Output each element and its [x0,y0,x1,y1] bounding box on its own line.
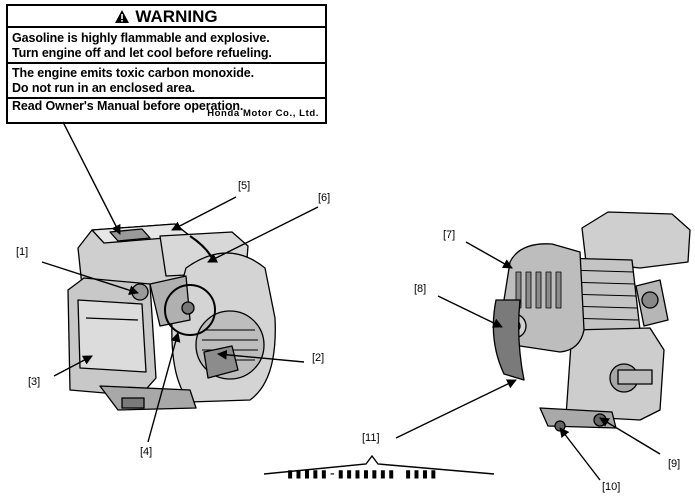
right-engine-drawing [492,211,691,432]
leader-lines [41,121,661,481]
callout-11: [11] [362,432,380,444]
callout-3: [3] [28,376,41,388]
warning-line-3: The engine emits toxic carbon monoxide. [12,66,254,80]
warning-divider-1 [8,62,325,64]
serial-number-code: ▮▮▮▮▮-▮▮▮▮▮▮▮ ▮▮▮▮ [286,466,438,482]
warning-label: WARNING Gasoline is highly flammable and… [6,4,327,124]
callout-1: [1] [16,246,29,258]
manufacturer-name: Honda Motor Co., Ltd. [207,108,319,119]
warning-triangle-icon [115,7,130,29]
callout-4: [4] [140,446,153,458]
left-engine-drawing [67,223,276,411]
warning-line-1: Gasoline is highly flammable and explosi… [12,31,270,45]
warning-line-2: Turn engine off and let cool before refu… [12,46,272,60]
callout-2: [2] [312,352,325,364]
callout-9: [9] [668,458,681,470]
callout-7: [7] [443,229,456,241]
warning-line-4: Do not run in an enclosed area. [12,81,196,95]
warning-line-5: Read Owner's Manual before operation. [12,99,244,113]
warning-label-patch [109,228,151,242]
warning-heading-text: WARNING [135,7,218,26]
callout-5: [5] [238,180,251,192]
callout-8: [8] [414,283,427,295]
warning-heading: WARNING [8,6,325,28]
callout-10: [10] [602,481,621,493]
callout-6: [6] [318,192,331,204]
warning-divider-2 [8,97,325,99]
